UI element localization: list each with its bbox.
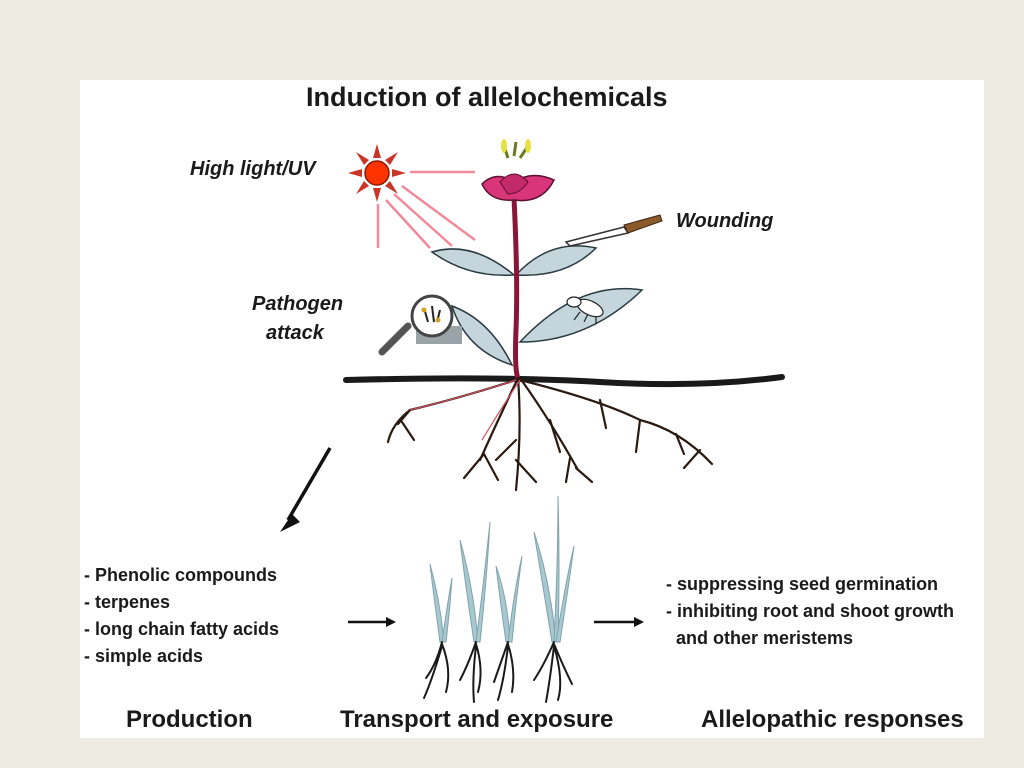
list-item: - terpenes	[84, 592, 171, 612]
list-item: - Phenolic compounds	[84, 565, 278, 585]
insect-icon	[566, 296, 604, 324]
stage-responses: Allelopathic responses	[701, 706, 964, 733]
flower	[481, 139, 556, 202]
list-item: - simple acids	[84, 646, 204, 666]
label-high-light-uv: High light/UV	[190, 158, 316, 180]
soil-line	[343, 374, 785, 388]
knife-icon	[564, 214, 663, 247]
magnifier-icon	[378, 294, 462, 356]
flow-arrows	[348, 617, 644, 627]
diagram-title: Induction of allelochemicals	[306, 82, 668, 112]
label-pathogen: Pathogen	[252, 293, 344, 315]
plant-roots	[386, 376, 714, 492]
arrow-icon	[280, 447, 332, 532]
list-item: - inhibiting root and shoot growth	[666, 601, 954, 621]
response-list: - suppressing seed germination - inhibit…	[666, 571, 954, 652]
diagram-illustration	[280, 139, 785, 703]
sun-icon	[348, 144, 406, 202]
list-item: - suppressing seed germination	[666, 574, 939, 594]
light-rays	[376, 170, 476, 249]
slide: Induction of allelochemicals High light/…	[80, 80, 984, 738]
stage-production: Production	[126, 706, 253, 733]
root-highlights	[409, 379, 521, 441]
label-wounding: Wounding	[676, 210, 774, 232]
plant-stem	[511, 197, 522, 383]
seedlings	[423, 495, 575, 703]
label-attack: attack	[266, 322, 324, 344]
production-list: - Phenolic compounds - terpenes - long c…	[84, 562, 279, 670]
plant-leaves	[430, 245, 644, 367]
stage-transport: Transport and exposure	[340, 706, 614, 733]
list-item: - long chain fatty acids	[84, 619, 280, 639]
list-item: and other meristems	[666, 628, 854, 648]
